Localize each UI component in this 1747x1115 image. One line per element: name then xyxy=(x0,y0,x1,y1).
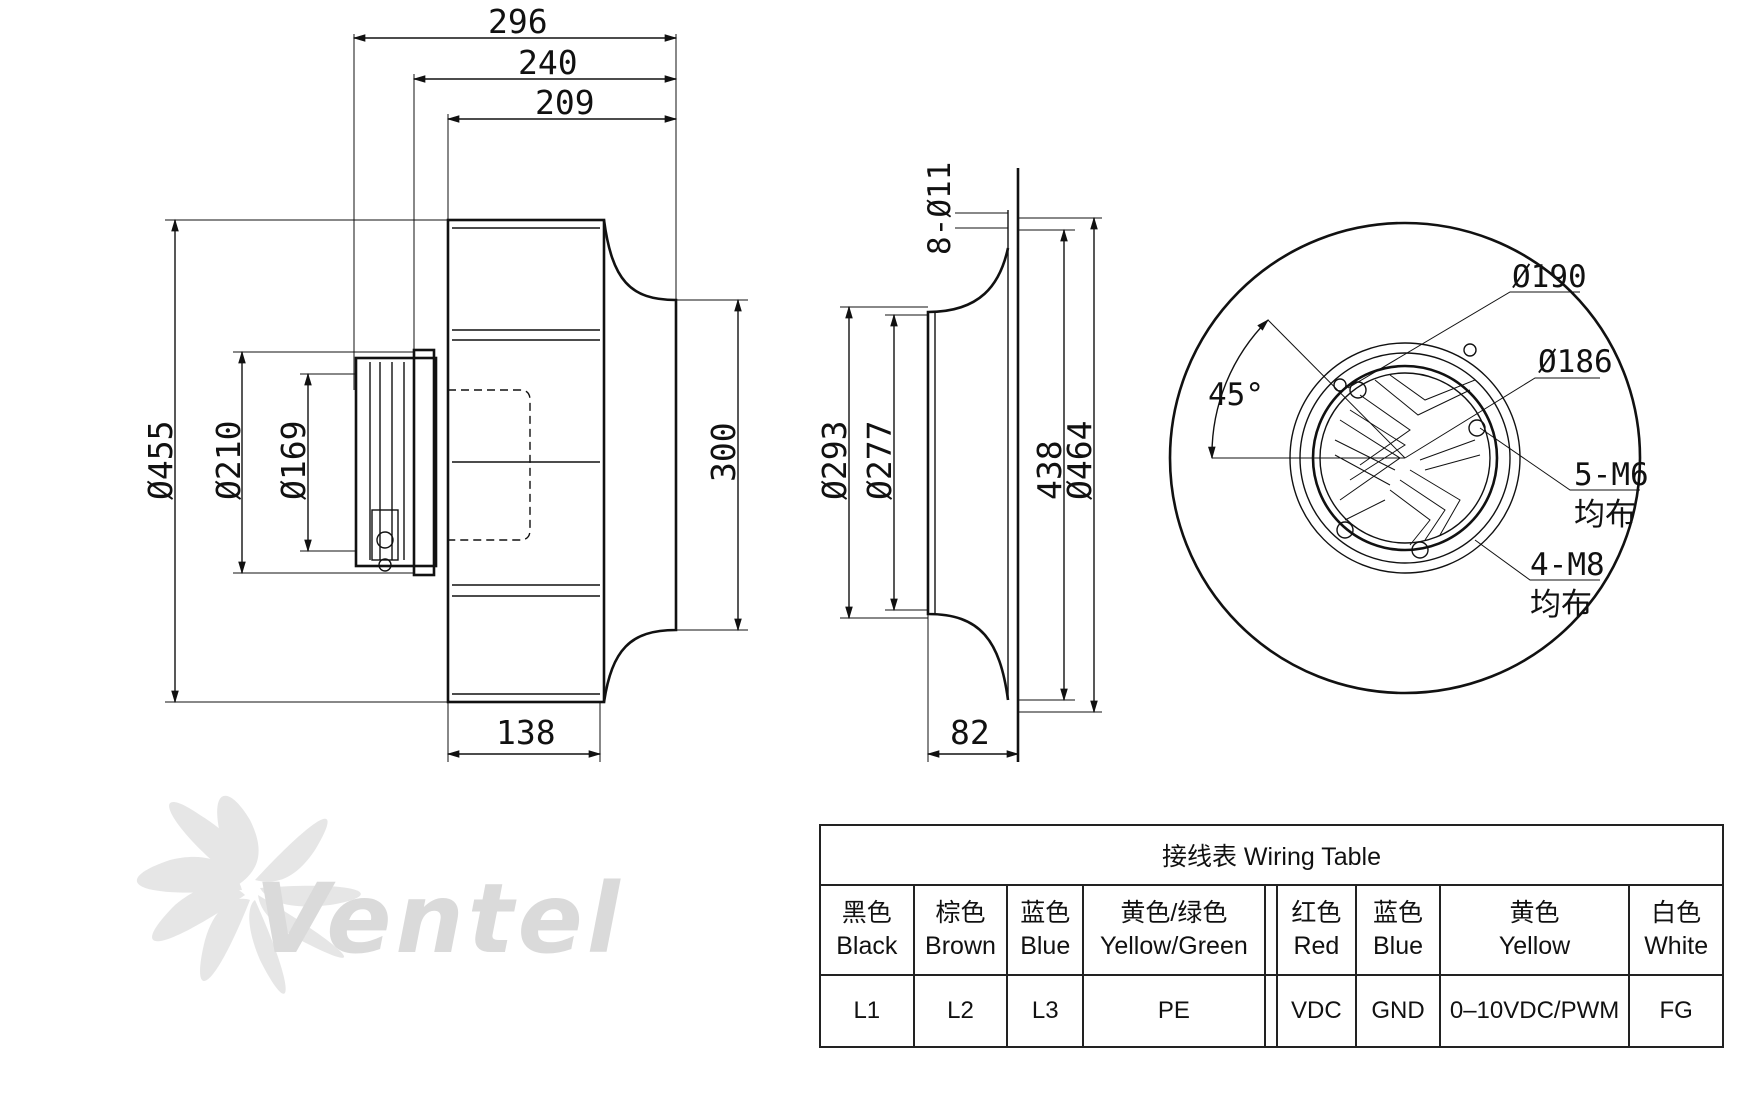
dim-m8-note: 均布 xyxy=(1530,587,1592,623)
inlet-ring-view: 8-Ø11 Ø293 Ø277 438 Ø464 82 xyxy=(815,162,1102,762)
dim-m8: 4-M8 xyxy=(1530,547,1605,583)
ventel-logo: Ventel xyxy=(136,795,624,994)
outer-disc xyxy=(1168,221,1642,695)
cell-gnd: GND xyxy=(1355,974,1441,1048)
dim-455: Ø455 xyxy=(141,421,180,500)
dim-m6-note: 均布 xyxy=(1574,497,1636,533)
cell-fg: FG xyxy=(1628,974,1724,1048)
wiring-table-title: 接线表 Wiring Table xyxy=(819,824,1724,886)
dim-169: Ø169 xyxy=(274,421,313,500)
dim-240: 240 xyxy=(518,43,578,82)
table-divider xyxy=(1263,884,1278,976)
cell-pe: PE xyxy=(1082,974,1266,1048)
dim-296: 296 xyxy=(488,2,548,41)
dim-190: Ø190 xyxy=(1512,259,1587,295)
angle-label: 45° xyxy=(1208,377,1264,413)
dim-300: 300 xyxy=(704,422,743,482)
dim-209: 209 xyxy=(535,83,595,122)
impeller-body xyxy=(446,218,606,704)
motor-rotor-hatch xyxy=(1334,374,1481,546)
dim-438: 438 xyxy=(1030,440,1069,500)
logo-text: Ventel xyxy=(255,863,624,975)
cell-l1: L1 xyxy=(819,974,915,1048)
fan-blade-logo-icon xyxy=(136,795,361,994)
dim-holes: 8-Ø11 xyxy=(922,162,958,255)
table-divider xyxy=(1263,974,1278,1048)
cell-l3: L3 xyxy=(1006,974,1085,1048)
cell-vdc: VDC xyxy=(1275,974,1358,1048)
dim-293: Ø293 xyxy=(815,421,854,500)
motor-side xyxy=(354,348,438,577)
dim-210: Ø210 xyxy=(209,421,248,500)
dim-464: Ø464 xyxy=(1060,421,1099,500)
dim-82: 82 xyxy=(950,713,990,752)
dim-277: Ø277 xyxy=(860,421,899,500)
dim-m6: 5-M6 xyxy=(1574,457,1649,493)
dim-138: 138 xyxy=(496,713,556,752)
cell-l2: L2 xyxy=(912,974,1009,1048)
side-view: 296 240 209 Ø455 xyxy=(141,2,748,762)
dim-186: Ø186 xyxy=(1538,344,1613,380)
rear-view: 45° Ø190 Ø186 5-M6 均布 4-M8 均布 xyxy=(1168,221,1649,695)
cell-control: 0–10VDC/PWM xyxy=(1438,974,1631,1048)
